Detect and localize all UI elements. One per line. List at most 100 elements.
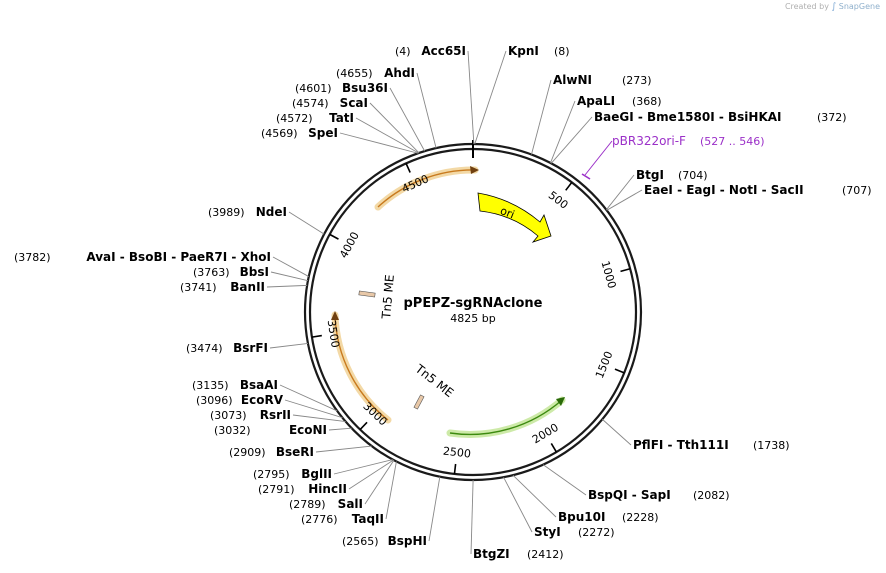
site-name: AhdI xyxy=(384,66,415,80)
site-leader-line xyxy=(512,474,557,518)
tick-label-2500: 2500 xyxy=(442,445,471,461)
site-leader-line xyxy=(470,479,474,555)
site-name: BseRI xyxy=(276,445,314,459)
site-position: (368) xyxy=(632,95,662,108)
site-position: (3989) xyxy=(208,206,245,219)
orange-feature-arrow-left xyxy=(331,311,392,424)
tn5-me-feature-1 xyxy=(358,290,376,298)
site-name: BbsI xyxy=(240,265,269,279)
restriction-site-tati: TatI(4572) xyxy=(276,111,419,154)
restriction-site-alwni: AlwNI(273) xyxy=(531,73,652,155)
site-leader-line xyxy=(550,116,593,164)
tick-1500 xyxy=(614,368,625,374)
site-name: EcoRV xyxy=(241,393,284,407)
site-position: (2412) xyxy=(527,548,564,561)
tn5-me-label-2: Tn5 ME xyxy=(412,361,456,400)
site-name: EcoNI xyxy=(289,423,327,437)
site-position: (3782) xyxy=(14,251,51,264)
plasmid-name: pPEPZ-sgRNAclone xyxy=(404,296,543,311)
tick-label-2000: 2000 xyxy=(530,421,561,446)
site-leader-line xyxy=(266,284,308,288)
site-name: RsrII xyxy=(260,408,291,422)
site-position: (4655) xyxy=(336,67,373,80)
orange-arrowhead-top xyxy=(470,166,479,174)
site-leader-line xyxy=(474,50,507,145)
site-leader-line xyxy=(606,189,643,211)
site-position: (3474) xyxy=(186,342,223,355)
restriction-site-hincii: HincII (2791) xyxy=(258,459,394,496)
restriction-site-pflfi: PflFI - Tth111I (1738) xyxy=(602,418,790,452)
restriction-site-bpu10i: Bpu10I(2228) xyxy=(512,474,659,524)
restriction-site-bspqi: BspQI - SapI (2082) xyxy=(542,464,730,502)
site-position: (2776) xyxy=(301,513,338,526)
orange-feature-line-top xyxy=(377,169,476,208)
site-leader-line xyxy=(416,72,437,149)
site-name: BtgZI xyxy=(473,547,510,561)
site-name: PflFI - Tth111I xyxy=(633,438,729,452)
primer-mark xyxy=(581,173,591,180)
site-position: (3135) xyxy=(192,379,229,392)
site-name: SalI xyxy=(338,497,363,511)
site-position: (3032) xyxy=(214,424,251,437)
site-leader-line xyxy=(333,459,393,475)
site-position: (4601) xyxy=(295,82,332,95)
tick-1000 xyxy=(620,267,631,273)
site-leader-line xyxy=(550,100,576,164)
tick-4000 xyxy=(329,233,339,240)
site-leader-line xyxy=(503,476,533,533)
site-leader-line xyxy=(339,132,419,154)
site-leader-line xyxy=(467,50,475,145)
restriction-site-spei: SpeI(4569) xyxy=(261,126,419,154)
restriction-site-ecorv: EcoRV (3096) xyxy=(196,393,343,419)
restriction-site-taqii: TaqII(2776) xyxy=(301,461,397,526)
tn5-me-label-1: Tn5 ME xyxy=(379,274,397,320)
tick-3000 xyxy=(359,421,368,431)
site-position: (3741) xyxy=(180,281,217,294)
site-name: HincII xyxy=(308,482,347,496)
site-position: (2791) xyxy=(258,483,295,496)
site-leader-line xyxy=(270,271,309,282)
tick-label-1500: 1500 xyxy=(593,349,616,380)
tick-label-4000: 4000 xyxy=(337,230,362,261)
site-position: (2909) xyxy=(229,446,266,459)
credit-brand: SnapGene xyxy=(838,2,880,11)
ori-feature xyxy=(477,192,552,243)
site-position: (4) xyxy=(395,45,411,58)
tick-3500 xyxy=(311,334,322,338)
site-leader-line xyxy=(364,459,395,505)
site-leader-line xyxy=(292,414,346,423)
site-leader-line xyxy=(385,461,397,520)
site-position: (3073) xyxy=(210,409,247,422)
restriction-site-layer: Acc65I(4)KpnI(8)AlwNI(273)ApaLI(368)BaeG… xyxy=(14,44,872,561)
site-name: ScaI xyxy=(340,96,368,110)
snapgene-credit: Created by ∫ SnapGene xyxy=(785,2,880,12)
site-position: (4569) xyxy=(261,127,298,140)
restriction-site-eaei: EaeI - EagI - NotI - SacII (707) xyxy=(606,183,872,211)
restriction-site-kpni: KpnI(8) xyxy=(474,44,570,145)
tick-500 xyxy=(565,181,573,191)
site-name: EaeI - EagI - NotI - SacII xyxy=(644,183,804,197)
tick-2000 xyxy=(550,443,558,453)
restriction-site-btgi: BtgI(704) xyxy=(605,168,708,211)
site-position: (2789) xyxy=(289,498,326,511)
green-arrowhead xyxy=(556,397,565,406)
site-position: (2082) xyxy=(693,489,730,502)
tick-label-1000: 1000 xyxy=(598,259,618,289)
restriction-site-apali: ApaLI(368) xyxy=(550,94,662,164)
site-leader-line xyxy=(269,343,309,349)
site-name: BspQI - SapI xyxy=(588,488,671,502)
restriction-site-bsrfi: BsrFI(3474) xyxy=(186,341,309,355)
site-position: (2228) xyxy=(622,511,659,524)
site-name: Acc65I xyxy=(421,44,466,58)
tick-2500 xyxy=(453,463,457,475)
site-position: (707) xyxy=(842,184,872,197)
site-leader-line xyxy=(328,427,352,431)
restriction-site-ndei: NdeI(3989) xyxy=(208,205,325,235)
site-position: (3096) xyxy=(196,394,233,407)
site-position: (1738) xyxy=(753,439,790,452)
tick-4500 xyxy=(405,163,411,173)
restriction-site-sali: SalI (2789) xyxy=(289,459,395,511)
primer-name: pBR322ori-F xyxy=(612,134,686,148)
site-leader-line xyxy=(315,445,372,453)
